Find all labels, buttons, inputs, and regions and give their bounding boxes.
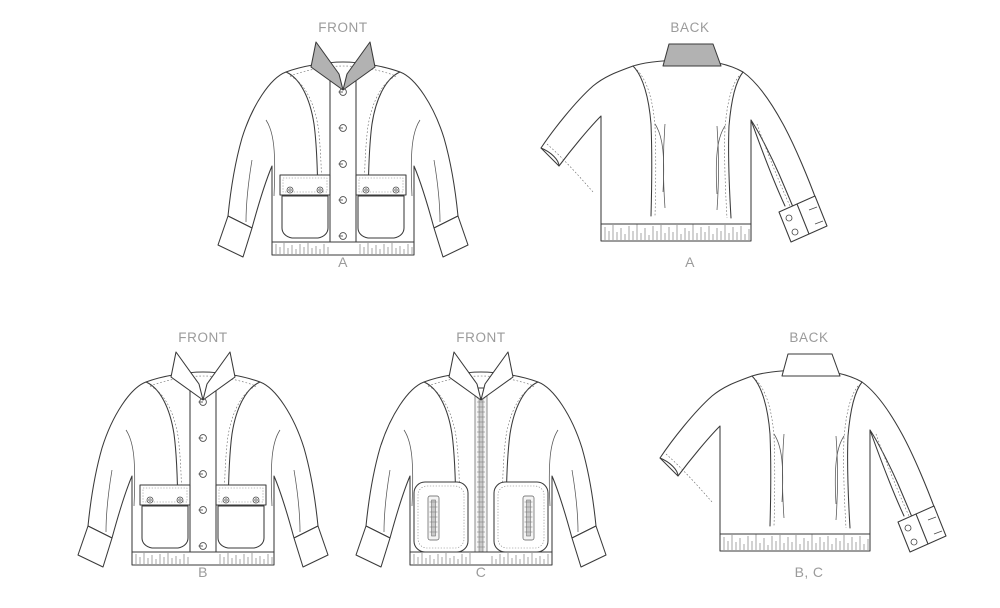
view-caption-front-c: FRONT: [456, 330, 506, 345]
flat-drawing-c-front: [355, 351, 607, 568]
flat-drawing-a-front: [217, 41, 469, 258]
figure-a-front: FRONT: [208, 20, 478, 270]
view-caption-back-a: BACK: [670, 20, 710, 35]
rib-hem-a: [271, 241, 415, 256]
collar-a-shaded: [310, 41, 376, 91]
pocket-left-b: [139, 484, 191, 549]
button-group-b: [198, 398, 207, 550]
variant-label-bc-back: B, C: [794, 564, 824, 580]
flat-drawing-b-front: [77, 351, 329, 568]
rib-hem-a-back: [600, 223, 752, 242]
pocket-left-c: [413, 481, 469, 553]
variant-label-a-front: A: [338, 254, 348, 270]
rib-hem-bc-back: [719, 533, 871, 552]
pocket-right-b: [215, 484, 267, 549]
pocket-right-c: [493, 481, 549, 553]
cuff-right-a: [778, 195, 828, 243]
rib-hem-c: [409, 551, 553, 566]
pocket-left-a: [279, 174, 331, 239]
center-front-zipper-c: [474, 387, 488, 565]
collar-band-a-shaded: [662, 43, 722, 67]
variant-label-b-front: B: [198, 564, 208, 580]
button-group-a: [338, 88, 347, 240]
figure-b-front: FRONT: [68, 330, 338, 580]
pocket-right-a: [355, 174, 407, 239]
collar-c-plain: [448, 351, 514, 401]
rib-hem-b: [131, 551, 275, 566]
view-caption-front-a: FRONT: [318, 20, 368, 35]
view-caption-back-bc: BACK: [789, 330, 829, 345]
cuff-right-bc: [897, 505, 947, 553]
figure-bc-back: BACK: [659, 330, 954, 580]
view-caption-front-b: FRONT: [178, 330, 228, 345]
figure-c-front: FRONT: [346, 330, 616, 580]
flat-drawing-a-back: [540, 43, 828, 243]
collar-b-plain: [170, 351, 236, 401]
figure-a-back: BACK: [540, 20, 835, 270]
collar-band-bc-plain: [781, 353, 841, 377]
variant-label-c-front: C: [475, 564, 487, 580]
flat-drawing-bc-back: [659, 353, 947, 553]
variant-label-a-back: A: [685, 254, 695, 270]
